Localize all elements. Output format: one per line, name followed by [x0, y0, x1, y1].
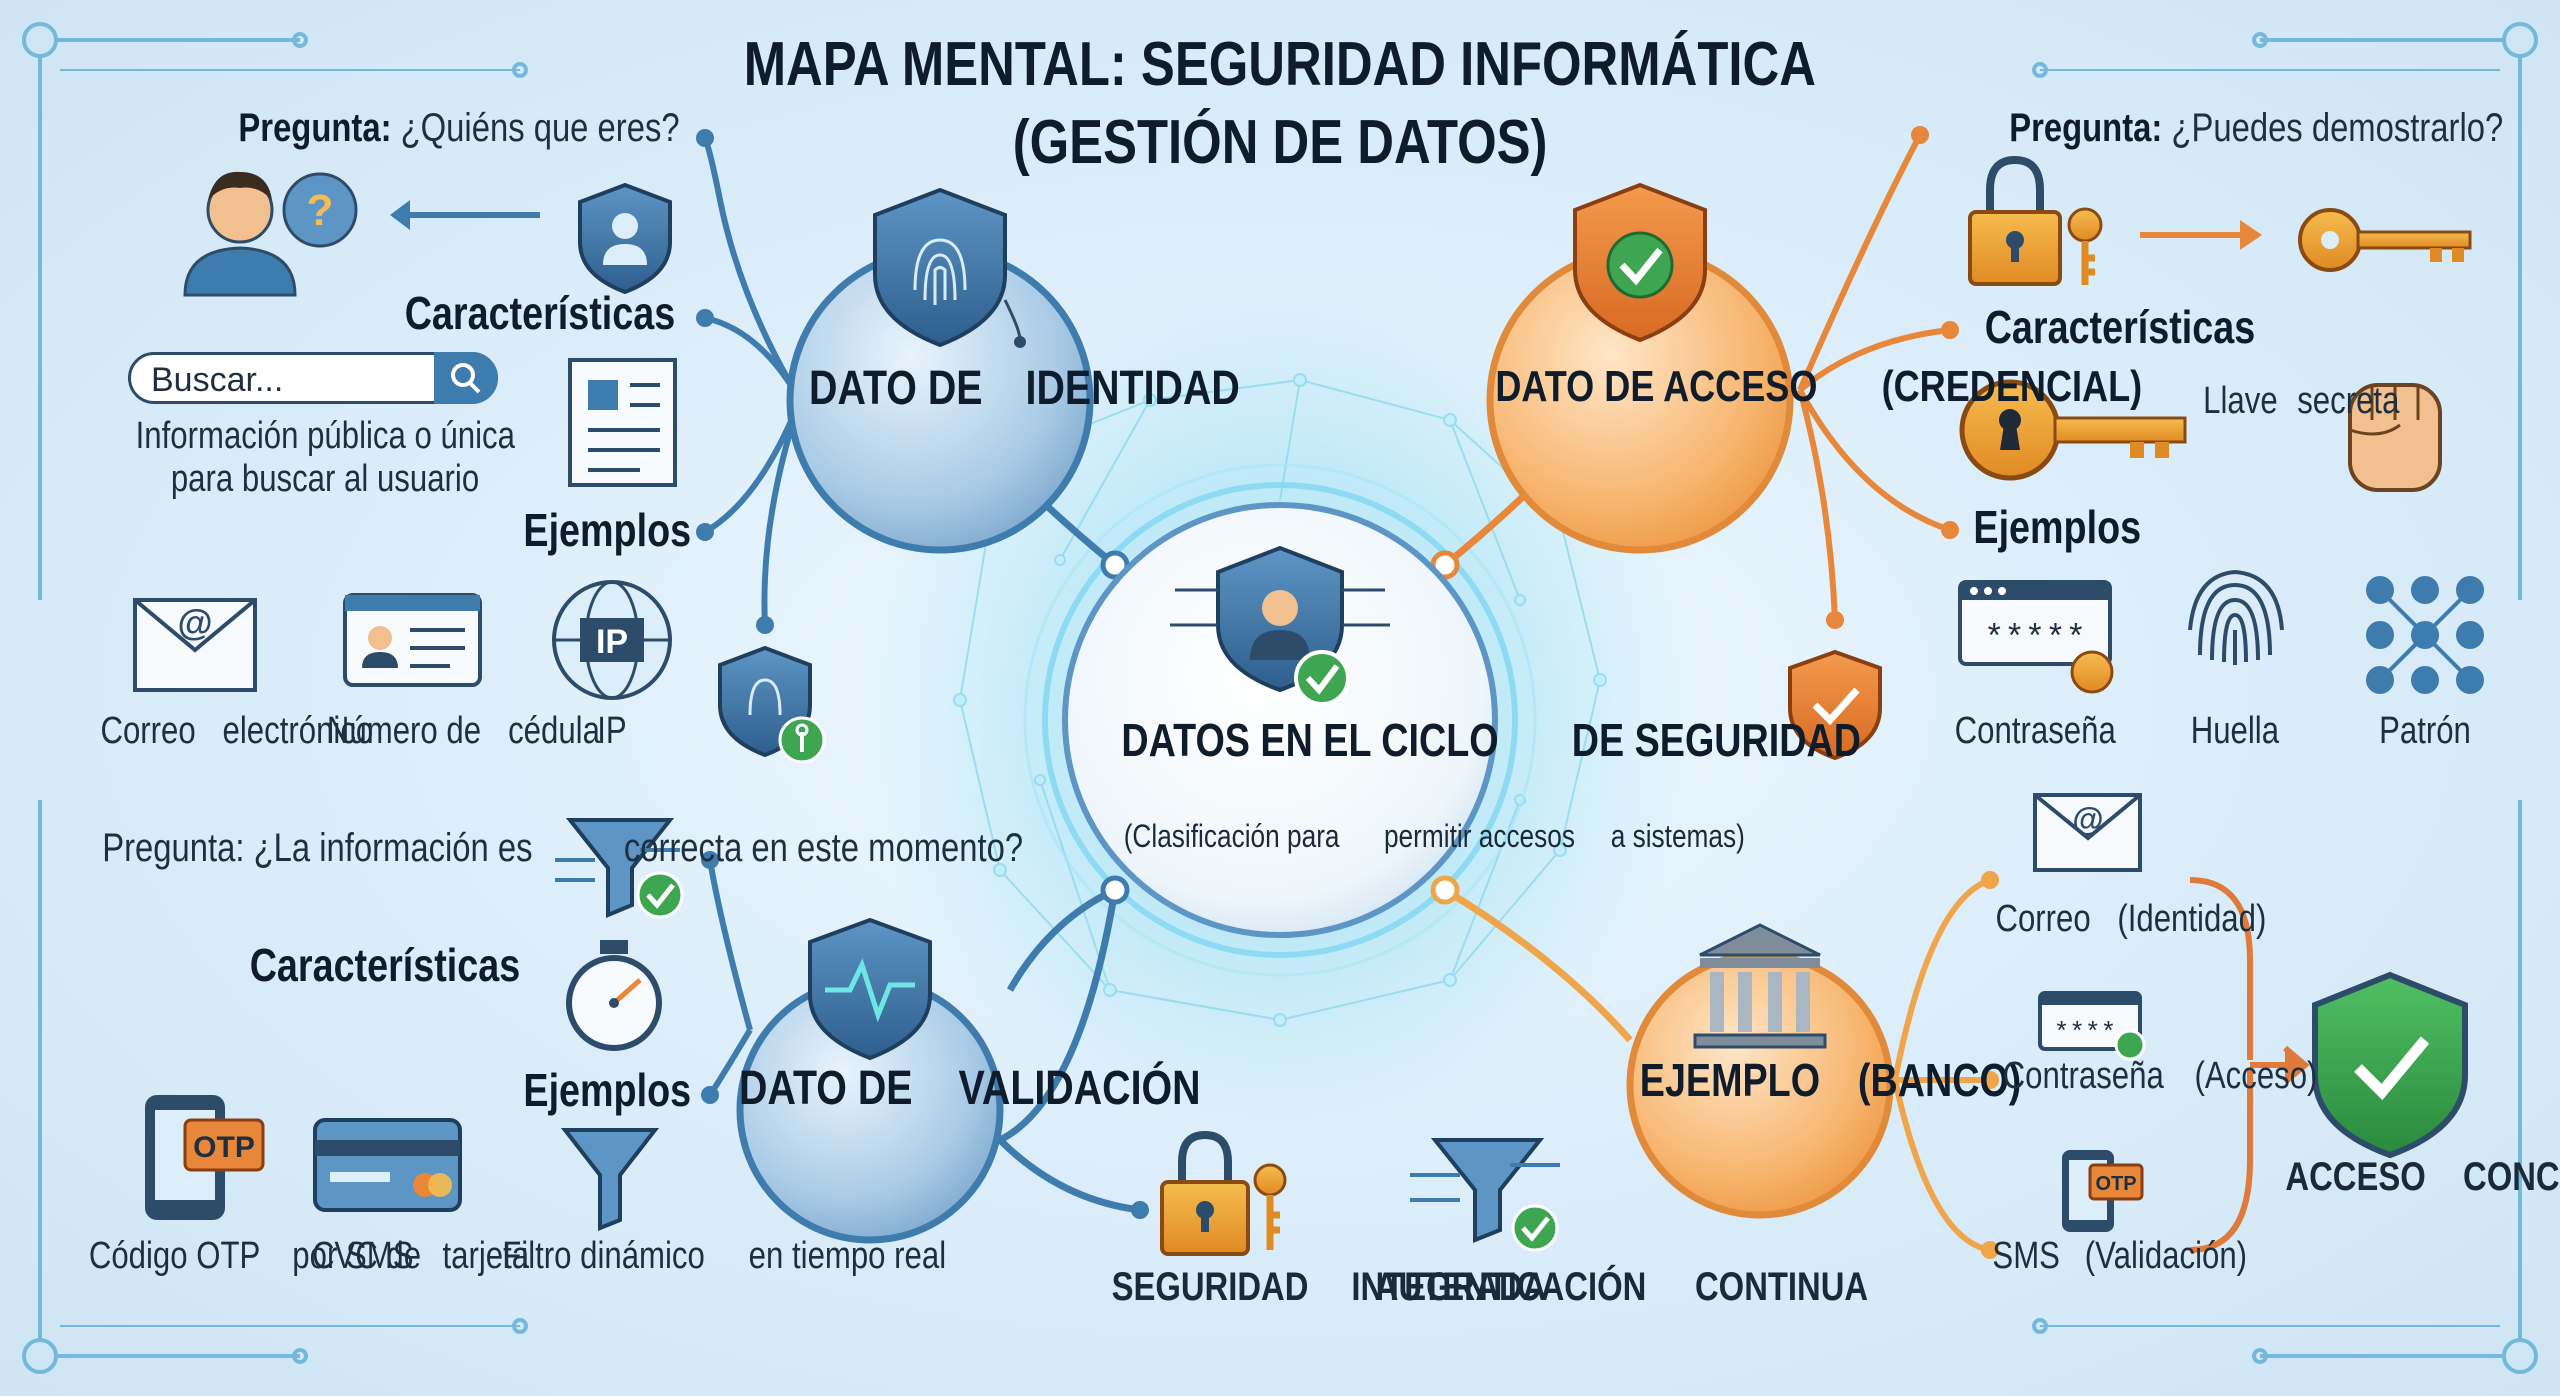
acceso-question: Pregunta: ¿Puedes demostrarlo? — [2009, 106, 2504, 150]
validacion-characteristics-label: Características — [249, 939, 521, 991]
funnel-check-icon — [555, 818, 684, 919]
acceso-characteristics-label: Características — [1984, 301, 2256, 353]
acceso-branches — [1797, 133, 1951, 621]
acceso-node-label: DATO DE ACCESO(CREDENCIAL) — [1495, 362, 2142, 411]
validacion-examples-label: Ejemplos — [523, 1064, 692, 1116]
ip-globe-icon: IP — [552, 580, 672, 700]
search-icon — [451, 363, 481, 394]
acceso-example-1: Contraseña — [1954, 710, 2116, 752]
phone-otp-icon-banco: OTP — [2062, 1150, 2144, 1232]
access-granted-shield-icon — [2312, 971, 2468, 1159]
key-icon — [2298, 208, 2472, 272]
identidad-example-3: IP — [597, 710, 627, 752]
banco-step-3: SMS(Validación) — [1992, 1235, 2248, 1277]
identidad-branches — [702, 136, 803, 626]
center-ring — [1042, 482, 1518, 958]
identidad-characteristics-desc: Información pública o única para buscar … — [135, 415, 515, 500]
identidad-question: Pregunta: ¿Quiéns que eres? — [238, 106, 680, 150]
heartbeat-shield-icon — [808, 917, 932, 1061]
fingerprint-key-shield-icon — [718, 645, 826, 764]
search-placeholder: Buscar... — [151, 361, 284, 399]
dynamic-filter-icon — [560, 1128, 660, 1231]
padlock-key-icon — [1968, 155, 2103, 286]
svg-text:OTP: OTP — [193, 1131, 255, 1164]
acceso-example-3: Patrón — [2379, 710, 2471, 752]
fingerprint-shield-icon — [873, 187, 1026, 348]
identidad-characteristics-label: Características — [404, 287, 676, 339]
svg-text:OTP: OTP — [2095, 1173, 2136, 1195]
bank-icon — [1693, 923, 1827, 1049]
credit-card-icon — [313, 1118, 462, 1212]
title-line-1: MAPA MENTAL: SEGURIDAD INFORMÁTICA — [743, 30, 1817, 99]
stopwatch-icon — [566, 940, 662, 1051]
banco-branches — [1892, 877, 1992, 1253]
password-window-icon-banco: **** — [2038, 991, 2146, 1061]
large-key-icon — [1959, 379, 2187, 481]
svg-text:@: @ — [2072, 801, 2103, 837]
circuit-frame — [22, 22, 2538, 1374]
acceso-examples-label: Ejemplos — [1973, 501, 2142, 553]
funnel-check-icon-bottom — [1410, 1138, 1560, 1252]
arrow-left-icon — [390, 200, 540, 230]
id-card-icon — [343, 593, 482, 687]
banco-result-arrows — [2189, 877, 2310, 1253]
email-envelope-icon-banco: @ — [2033, 793, 2142, 872]
document-icon — [568, 358, 677, 487]
banco-step-1: Correo(Identidad) — [1995, 898, 2267, 940]
search-input[interactable]: Buscar... — [128, 352, 498, 404]
svg-text:@: @ — [177, 602, 212, 643]
title-line-2: (GESTIÓN DE DATOS) — [1012, 108, 1548, 177]
access-granted-label: ACCESOCONCEDIDO — [2285, 1155, 2560, 1199]
check-shield-icon-acceso — [1573, 182, 1707, 343]
email-envelope-icon: @ — [133, 598, 257, 692]
fist-icon — [2348, 383, 2442, 492]
check-shield-icon-small — [1788, 649, 1882, 761]
pattern-lock-icon — [2366, 576, 2484, 694]
phone-otp-icon: OTP — [145, 1095, 265, 1220]
svg-text:IP: IP — [596, 623, 628, 661]
search-button[interactable] — [434, 352, 498, 404]
svg-text:****: **** — [2054, 1018, 2116, 1048]
validacion-branches — [707, 859, 753, 1097]
identidad-examples-label: Ejemplos — [523, 504, 692, 556]
center-ring-outer — [1023, 463, 1537, 977]
password-window-icon: ***** — [1958, 580, 2114, 694]
svg-text:?: ? — [307, 186, 334, 235]
person-question-icon: ? — [183, 171, 358, 297]
banco-step-2: Contraseña(Acceso) — [2002, 1055, 2318, 1097]
user-shield-icon — [578, 182, 672, 295]
padlock-icon-bottom — [1160, 1130, 1287, 1256]
fingerprint-icon — [2188, 569, 2284, 665]
acceso-example-2: Huella — [2190, 710, 2280, 752]
arrow-right-icon — [2140, 220, 2262, 250]
user-shield-icon-center — [1170, 545, 1390, 706]
center-node[interactable] — [1062, 502, 1498, 938]
svg-text:*****: ***** — [1984, 621, 2086, 659]
banco-node-label: EJEMPLO(BANCO) — [1639, 1054, 2022, 1106]
